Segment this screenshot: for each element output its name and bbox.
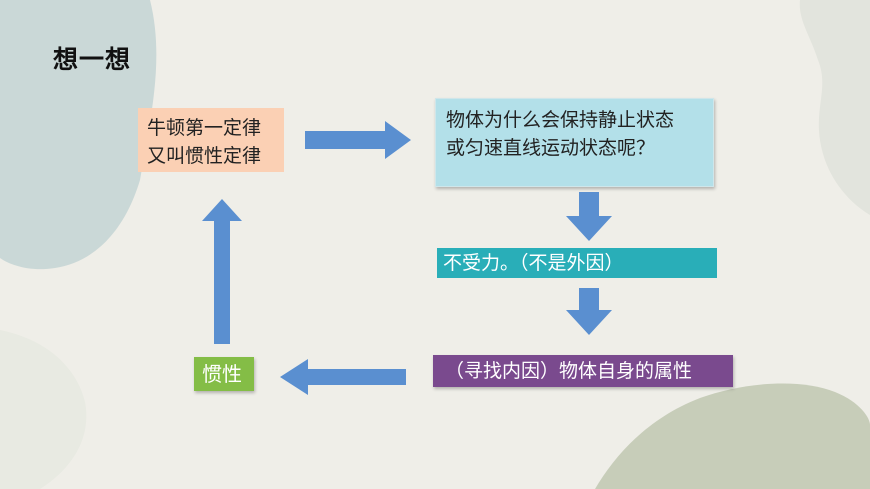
arrow-left-icon	[280, 359, 406, 395]
arrow-down-icon-1	[566, 192, 612, 241]
arrow-up-icon	[202, 199, 242, 344]
newton-first-law-box: 牛顿第一定律 又叫惯性定律	[138, 108, 284, 172]
no-force-box: 不受力。（不是外因）	[437, 248, 717, 278]
question-line-2: 或匀速直线运动状态呢？	[446, 137, 656, 159]
inertia-box: 惯性	[194, 357, 254, 391]
newton-line-2: 又叫惯性定律	[147, 145, 262, 167]
question-line-1: 物体为什么会保持静止状态	[446, 109, 675, 131]
page-title: 想一想	[53, 45, 132, 74]
newton-line-1: 牛顿第一定律	[147, 117, 262, 139]
arrow-down-icon-2	[566, 288, 612, 335]
question-box: 物体为什么会保持静止状态 或匀速直线运动状态呢？	[435, 98, 714, 187]
arrow-right-icon	[305, 121, 411, 159]
inner-cause-box: （寻找内因）物体自身的属性	[433, 355, 733, 387]
